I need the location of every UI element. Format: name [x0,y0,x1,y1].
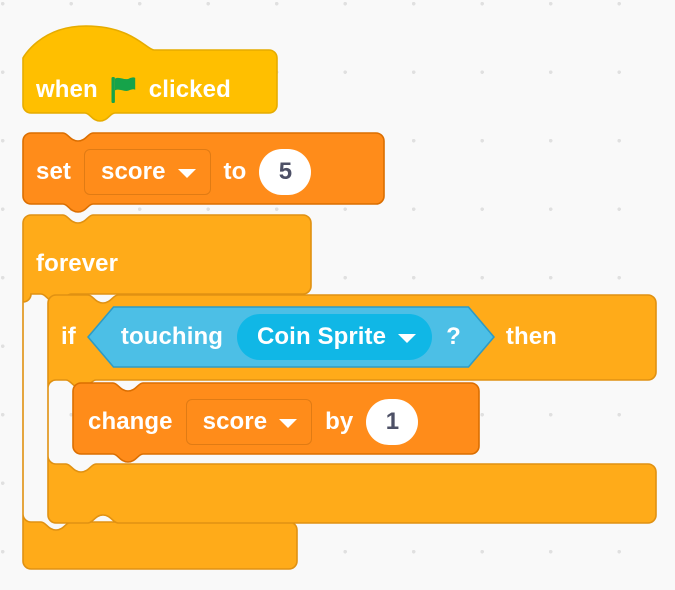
green-flag-icon [111,77,135,103]
to-label: to [223,158,247,185]
chevron-down-icon [279,418,298,428]
block-if-then[interactable]: if touching Coin Sprite ? then [47,294,657,524]
clicked-label: clicked [148,76,231,103]
variable-dropdown-score[interactable]: score [185,399,313,445]
forever-block-shape [22,214,312,570]
forever-label: forever [36,250,119,277]
block-forever[interactable]: forever [22,214,312,570]
sprite-dropdown-label: Coin Sprite [256,323,387,350]
then-label: then [505,323,557,350]
when-label: when [36,76,98,103]
change-label: change [88,408,173,435]
change-value-text: 1 [385,408,400,435]
variable-dropdown-label: score [202,408,268,435]
block-change-variable[interactable]: change score by 1 [72,382,480,464]
hat-block-content: when clicked [36,72,231,108]
change-value-input[interactable]: 1 [366,399,419,445]
question-mark-label: ? [446,323,461,350]
chevron-down-icon [177,168,196,178]
chevron-down-icon [398,333,417,343]
block-set-variable[interactable]: set score to 5 [22,132,385,214]
set-label: set [36,158,71,185]
set-value-input[interactable]: 5 [259,149,312,195]
if-label: if [61,323,76,350]
variable-dropdown-label: score [101,158,166,185]
change-block-content: change score by 1 [88,390,419,454]
set-value-text: 5 [278,158,293,185]
if-block-content: if touching Coin Sprite ? then [61,306,557,368]
by-label: by [325,408,354,435]
variable-dropdown-score[interactable]: score [84,149,211,195]
sprite-dropdown-coin-sprite[interactable]: Coin Sprite [236,314,433,360]
hat-block-shape [22,25,278,122]
touching-label: touching [120,323,223,350]
block-touching-sensing[interactable]: touching Coin Sprite ? [87,306,495,368]
block-when-green-flag-clicked[interactable]: when clicked [22,25,278,122]
set-block-content: set score to 5 [36,140,312,204]
